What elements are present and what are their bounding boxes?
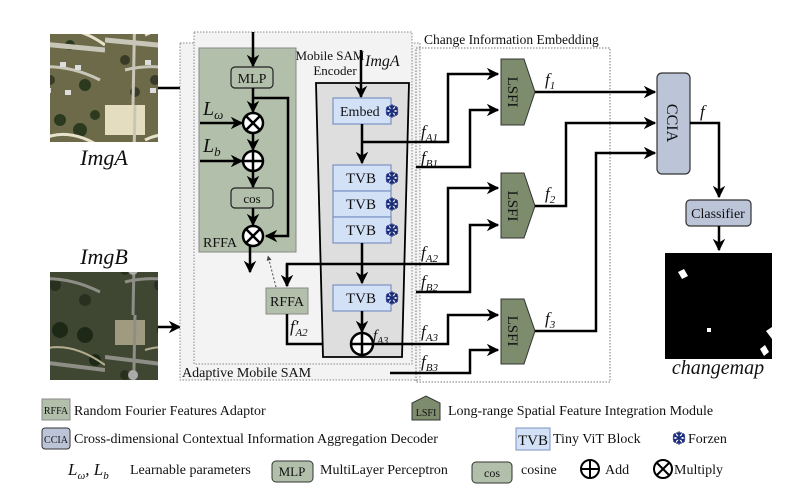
legend-cos-text: cosine xyxy=(521,463,557,478)
tvb-label: TVB xyxy=(346,291,376,307)
tvb-block: TVB xyxy=(332,284,399,312)
legend-frozen-text: Forzen xyxy=(688,432,727,447)
f-a3-label: fA3 xyxy=(421,322,438,344)
legend-lsfi: LSFI Long-range Spatial Feature Integrat… xyxy=(411,395,713,421)
lsfi-block-1: LSFI xyxy=(500,58,536,126)
tvb-label: TVB xyxy=(346,197,376,213)
encoder-input-label: ImgA xyxy=(364,53,400,70)
ccia-label: CCIA xyxy=(663,104,680,143)
legend-rffa: RFFA Random Fourier Features Adaptor xyxy=(41,398,266,421)
rffa-small-block xyxy=(265,287,309,315)
legend: RFFA Random Fourier Features Adaptor LSF… xyxy=(41,395,727,484)
line-f-to-classifier xyxy=(690,121,726,199)
multiply-icon xyxy=(241,224,265,248)
adaptive-mobile-sam-label: Adaptive Mobile SAM xyxy=(182,366,312,381)
legend-cos: cos cosine xyxy=(471,461,557,484)
tvb-block: TVB xyxy=(332,216,399,244)
tvb-block: TVB xyxy=(332,164,399,192)
legend-multiply-text: Multiply xyxy=(674,463,723,478)
shared-weights-arrow xyxy=(266,255,277,288)
legend-mlp-badge: MLP xyxy=(279,464,306,479)
legend-cos-badge: cos xyxy=(484,466,500,480)
legend-rffa-badge: RFFA xyxy=(44,406,69,417)
change-information-embedding-label: Change Information Embedding xyxy=(424,32,599,47)
l-omega-label: Lω xyxy=(202,98,223,122)
legend-learnable: Lω, Lb Learnable parameters xyxy=(67,460,251,482)
encoder-title-line1: Mobile SAM xyxy=(296,48,365,63)
line-f3 xyxy=(535,146,657,333)
f-label: f xyxy=(700,102,707,121)
tvb-label: TVB xyxy=(346,171,376,187)
multiply-icon xyxy=(241,111,265,135)
f-a1-label: fA1 xyxy=(421,122,438,144)
f-a2-label: fA2 xyxy=(421,243,438,265)
add-icon xyxy=(580,459,600,479)
lsfi-block-2: LSFI xyxy=(500,172,536,239)
cos-label: cos xyxy=(243,191,260,206)
rffa-main-label: RFFA xyxy=(203,236,238,251)
legend-ccia-badge: CCIA xyxy=(44,435,69,446)
changemap-label: changemap xyxy=(672,357,764,379)
legend-multiply: Multiply xyxy=(653,459,723,479)
legend-add-text: Add xyxy=(605,463,629,478)
line-f-a1 xyxy=(362,67,500,144)
legend-lsfi-text: Long-range Spatial Feature Integration M… xyxy=(448,404,713,419)
f3-label: f3 xyxy=(545,309,556,331)
f-b1-label: fB1 xyxy=(421,148,438,170)
legend-tvb-badge: TVB xyxy=(518,433,548,449)
f-prime-a2-label: f′A2 xyxy=(290,317,308,339)
legend-rffa-text: Random Fourier Features Adaptor xyxy=(74,404,266,419)
changemap-image xyxy=(665,253,772,359)
legend-mlp: MLP MultiLayer Perceptron xyxy=(271,460,448,483)
img-b-label: ImgB xyxy=(79,244,128,269)
mlp-label: MLP xyxy=(238,72,267,87)
legend-learnable-text: Learnable parameters xyxy=(130,463,251,478)
lsfi-label: LSFI xyxy=(504,77,520,108)
add-icon xyxy=(241,149,265,173)
snowflake-icon xyxy=(672,431,686,445)
f-b2-label: fB2 xyxy=(421,272,438,294)
line-f-b2 xyxy=(416,218,500,294)
f-b3-label: fB3 xyxy=(421,352,438,374)
skip-connection xyxy=(253,96,290,243)
change-information-embedding-box xyxy=(415,47,611,383)
image-b xyxy=(50,272,158,380)
legend-mlp-text: MultiLayer Perceptron xyxy=(320,463,448,478)
line-f2 xyxy=(535,116,657,208)
lsfi-block-3: LSFI xyxy=(500,298,536,365)
f1-label: f1 xyxy=(545,70,555,92)
lsfi-label: LSFI xyxy=(504,191,520,222)
multiply-icon xyxy=(653,459,673,479)
img-a-label: ImgA xyxy=(79,145,128,170)
classifier-label: Classifier xyxy=(691,207,745,222)
legend-frozen: Forzen xyxy=(672,431,727,447)
add-icon xyxy=(349,331,375,357)
l-b-label: Lb xyxy=(202,135,221,159)
embed-block xyxy=(332,97,392,125)
line-f-a3 xyxy=(373,308,500,346)
f2-label: f2 xyxy=(545,184,556,206)
rffa-small-label: RFFA xyxy=(270,295,305,310)
legend-ccia: CCIA Cross-dimensional Contextual Inform… xyxy=(41,427,438,450)
lsfi-label: LSFI xyxy=(504,316,520,347)
legend-lsfi-badge: LSFI xyxy=(416,408,437,419)
tvb-block: TVB xyxy=(332,190,399,218)
image-a xyxy=(50,34,158,142)
embed-label: Embed xyxy=(340,105,380,120)
legend-ccia-text: Cross-dimensional Contextual Information… xyxy=(74,432,438,447)
line-f-b3 xyxy=(390,343,500,375)
line-f-b1 xyxy=(416,103,500,169)
tvb-label: TVB xyxy=(346,223,376,239)
legend-add: Add xyxy=(580,459,629,479)
legend-tvb-text: Tiny ViT Block xyxy=(553,432,641,447)
legend-learnable-symbols: Lω, Lb xyxy=(67,460,109,482)
encoder-title-line2: Encoder xyxy=(313,63,357,78)
f-a3-inner-label: fA3 xyxy=(373,328,388,347)
legend-tvb: TVB Tiny ViT Block xyxy=(515,427,641,451)
